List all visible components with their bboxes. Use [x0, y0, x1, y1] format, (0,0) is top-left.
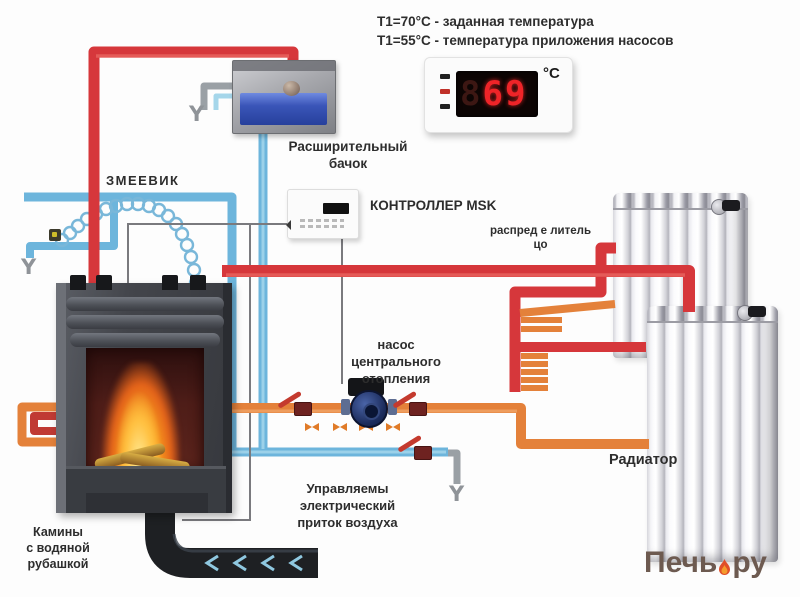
- air-damper-wire: [182, 224, 251, 521]
- right-drain-pipe: [432, 449, 461, 484]
- valve-b: [409, 402, 427, 416]
- left-loop-inner: [30, 412, 60, 435]
- hearth-step: [86, 493, 208, 513]
- controller-buttons-row2: [300, 225, 344, 228]
- heat-exchanger-tube-1: [66, 297, 224, 311]
- central-heating-pump: [350, 390, 388, 428]
- manifold-stubs: [521, 317, 562, 391]
- pump-flange-right: [388, 399, 397, 415]
- expansion-tank-label-1: Расширительный: [288, 139, 408, 154]
- display-indicator-2: [440, 89, 450, 94]
- pump-label: насос центрального отопления: [330, 336, 462, 387]
- expansion-tank-label-2: бачок: [328, 155, 368, 171]
- temperature-display: 8 69 °С: [424, 57, 573, 133]
- fireplace-label-2: с водяной: [26, 541, 90, 555]
- expansion-tank-label: Расширительный бачок: [283, 139, 413, 173]
- supply-pipe-highlight: [96, 54, 685, 277]
- display-indicator-1: [440, 74, 450, 79]
- fireplace-label-3: рубашкой: [27, 557, 89, 571]
- valve-c: [414, 446, 432, 460]
- controller-input-arrow: [281, 220, 291, 230]
- valve-symbols: [305, 423, 400, 431]
- cold-pipe-left-drain: [26, 197, 118, 258]
- air-inlet-label-2: электрический: [299, 498, 396, 513]
- flame-icon: [719, 559, 731, 575]
- fireplace-port-4: [190, 275, 206, 290]
- valve-a: [294, 402, 312, 416]
- tank-overflow-pipe: [200, 82, 240, 110]
- watermark-word-2: ру: [732, 546, 767, 579]
- drain-mark-right: Y: [449, 482, 465, 506]
- drain-mark-tank: Y: [189, 102, 205, 126]
- air-inlet-label-3: приток воздуха: [297, 515, 398, 530]
- pump-label-2: центрального: [351, 354, 441, 369]
- air-duct: [145, 496, 318, 578]
- drain-mark-left: Y: [21, 255, 37, 279]
- return-radiator-1: [519, 300, 616, 317]
- display-value: 69: [482, 74, 528, 114]
- fireplace-label: Камины с водяной рубашкой: [8, 524, 108, 572]
- site-watermark: Печь ру: [644, 546, 767, 580]
- display-ghost-digit: 8: [460, 74, 483, 114]
- legend-line-1: Т1=70°С - заданная температура: [377, 14, 594, 29]
- expansion-tank-water: [240, 93, 327, 125]
- watermark-word-1: Печь: [644, 546, 718, 579]
- firebox: [86, 348, 204, 472]
- distributor-label-2: цо: [533, 239, 548, 252]
- fireplace-right-wall: [223, 283, 232, 513]
- controller-screen: [323, 203, 349, 214]
- expansion-tank-float: [283, 81, 300, 96]
- supply-branch-manifold: [509, 242, 616, 392]
- pump-core: [363, 403, 380, 420]
- fireplace-left-wall: [56, 283, 66, 513]
- display-screen: 8 69: [456, 71, 538, 117]
- display-unit: °С: [543, 65, 560, 82]
- supply-pipe-tank-loop: [88, 46, 299, 300]
- supply-pipe-main: [222, 265, 695, 312]
- air-inlet-label: Управляемы электрический приток воздуха: [270, 480, 425, 531]
- cold-pipe-highlight: [228, 132, 446, 454]
- fireplace-port-1: [70, 275, 86, 290]
- temperature-legend: Т1=70°С - заданная температура Т1=55°С -…: [377, 13, 673, 50]
- distributor-label: распред е литель цо: [478, 224, 603, 253]
- fireplace: [56, 275, 232, 513]
- fireplace-label-1: Камины: [33, 525, 83, 539]
- left-loop-outer: [17, 402, 60, 447]
- coil-valve: [49, 229, 61, 241]
- radiator-label: Радиатор: [609, 452, 678, 468]
- display-indicator-3: [440, 104, 450, 109]
- expansion-tank-top: [233, 61, 335, 71]
- controller-label: КОНТРОЛЛЕР MSK: [370, 198, 497, 213]
- radiator-2-valve-cap: [748, 306, 766, 317]
- fireplace-port-3: [162, 275, 178, 290]
- sensor-wire: [127, 223, 288, 288]
- pump-flange-left: [341, 399, 350, 415]
- distributor-label-1: распред е литель: [489, 225, 592, 237]
- air-inlet-label-1: Управляемы: [306, 481, 389, 496]
- heat-exchanger-tube-3: [70, 333, 220, 347]
- air-duct-highlight: [172, 533, 318, 553]
- coil-label: ЗМЕЕВИК: [106, 173, 180, 188]
- hearth: [66, 466, 226, 513]
- fireplace-port-2: [96, 275, 112, 290]
- radiator-1-valve-cap: [722, 200, 740, 211]
- pump-label-3: отопления: [361, 371, 431, 386]
- air-flow-arrows: [204, 554, 303, 572]
- return-pipe-main: [228, 403, 649, 449]
- legend-line-2: Т1=55°С - температура приложения насосов: [377, 32, 674, 48]
- heat-exchanger-tube-2: [66, 315, 224, 329]
- controller-box: [286, 189, 359, 239]
- pump-label-1: насос: [377, 337, 415, 352]
- controller-buttons-row1: [300, 219, 344, 222]
- expansion-tank: [232, 60, 336, 134]
